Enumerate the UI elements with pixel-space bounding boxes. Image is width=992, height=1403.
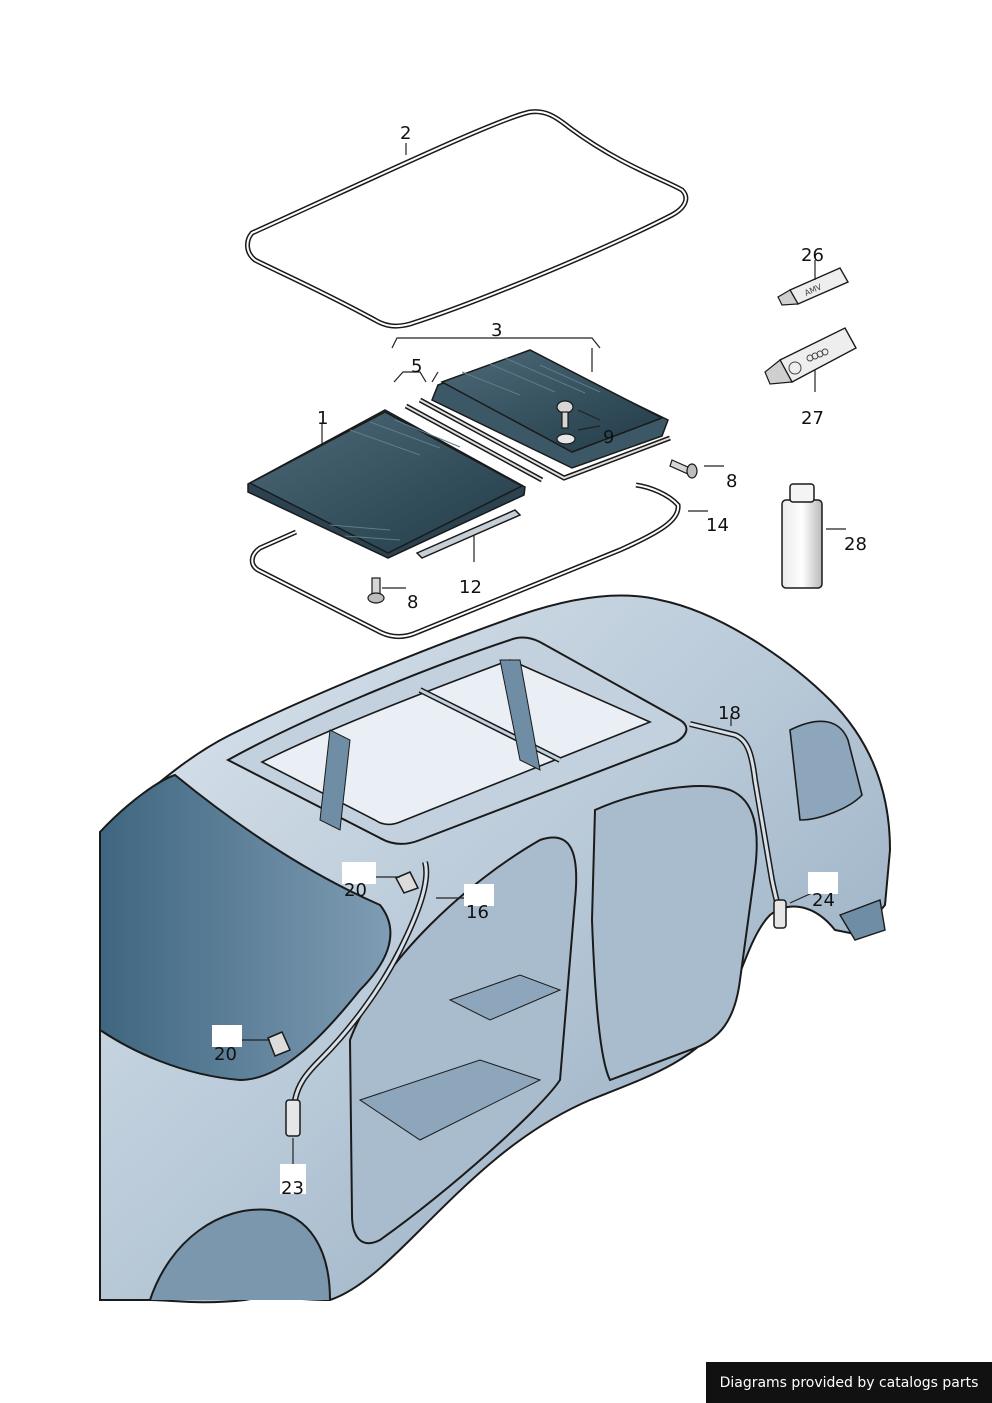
callout-1: 1 bbox=[317, 408, 328, 429]
callout-5: 5 bbox=[411, 356, 422, 377]
hose-clip-upper bbox=[394, 871, 420, 894]
cleaner-bottle bbox=[781, 483, 823, 589]
hose-clip-lower bbox=[267, 1031, 292, 1057]
callout-28: 28 bbox=[844, 534, 867, 555]
credit-banner: Diagrams provided by catalogs parts bbox=[706, 1362, 992, 1403]
callout-9: 9 bbox=[603, 427, 614, 448]
car-body bbox=[99, 594, 892, 1304]
sunroof-seal-outer bbox=[245, 109, 689, 329]
callout-18: 18 bbox=[718, 703, 741, 724]
callout-20-upper: 20 bbox=[344, 880, 367, 901]
drain-valve-front bbox=[285, 1099, 301, 1137]
callout-23: 23 bbox=[281, 1178, 304, 1199]
callout-8-left: 8 bbox=[407, 592, 418, 613]
roof-opening bbox=[260, 659, 653, 826]
bolt-icon bbox=[367, 577, 385, 604]
callout-16: 16 bbox=[466, 902, 489, 923]
drain-valve-rear bbox=[773, 899, 787, 929]
sealant-tube-large bbox=[764, 327, 857, 385]
rear-quarter-window bbox=[789, 720, 863, 821]
leader-lines bbox=[242, 143, 846, 1164]
callout-3: 3 bbox=[491, 320, 502, 341]
bolt-icon bbox=[669, 459, 698, 479]
callout-14: 14 bbox=[706, 515, 729, 536]
front-door-opening bbox=[348, 836, 578, 1245]
callouts: 2 3 5 1 9 8 14 12 8 26 27 28 18 20 16 24… bbox=[212, 123, 867, 1199]
callout-8-right: 8 bbox=[726, 471, 737, 492]
callout-26: 26 bbox=[801, 245, 824, 266]
callout-27: 27 bbox=[801, 408, 824, 429]
callout-2: 2 bbox=[400, 123, 411, 144]
rear-door-opening bbox=[590, 785, 758, 1082]
front-wheel-arch bbox=[149, 1208, 331, 1301]
front-glass-panel bbox=[247, 409, 526, 559]
rear-glass-panel bbox=[431, 349, 669, 469]
callout-12: 12 bbox=[459, 577, 482, 598]
deflector-strip bbox=[415, 509, 522, 559]
sealant-tube-small: AMV bbox=[777, 267, 849, 306]
callout-20-lower: 20 bbox=[214, 1044, 237, 1065]
screw-and-washer-icon bbox=[556, 400, 576, 445]
callout-24: 24 bbox=[812, 890, 835, 911]
drain-hoses bbox=[267, 721, 787, 1137]
windshield bbox=[99, 773, 392, 1082]
